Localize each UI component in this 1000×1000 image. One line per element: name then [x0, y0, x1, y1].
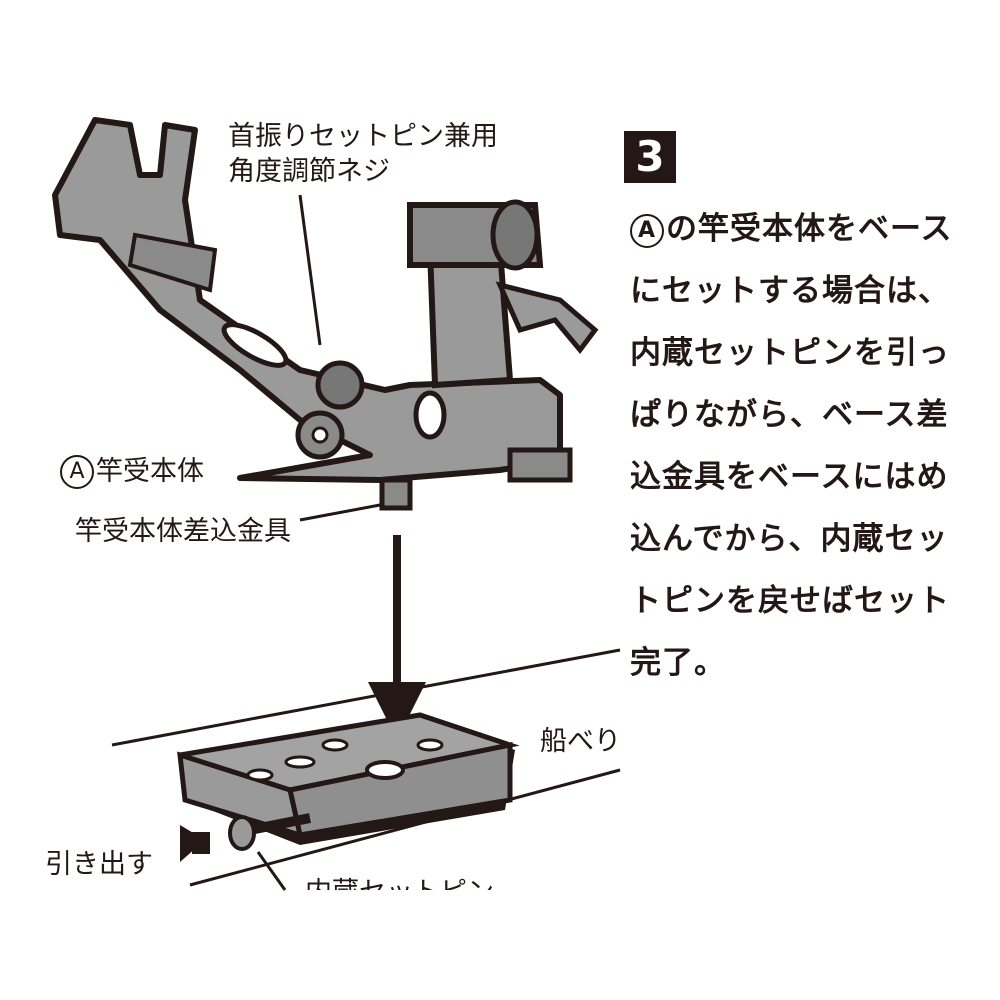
down-arrow-head	[368, 682, 426, 740]
adjust-screw-label-line1: 首振りセットピン兼用	[228, 121, 498, 152]
adjust-screw-label-line2: 角度調節ネジ	[228, 156, 390, 187]
body-label-text: 竿受本体	[96, 456, 204, 487]
rod-holder-body	[52, 117, 599, 511]
built-in-pin-label: 内蔵セットピン	[305, 876, 494, 890]
insert-fitting-label: 竿受本体差込金具	[75, 516, 291, 547]
step-number: 3	[624, 131, 676, 183]
step-text: の竿受本体をベースにセットする場合は、内蔵セットピンを引っぱりながら、ベース差込…	[630, 211, 953, 681]
gunwale-line	[189, 768, 621, 887]
built-in-pin-knob	[228, 815, 256, 851]
brand-sticker	[127, 232, 218, 293]
body-marker: A	[60, 455, 94, 489]
gunwale-label: 船べり	[540, 726, 621, 757]
gunwale-line	[111, 648, 621, 747]
pull-out-label: 引き出す	[45, 849, 153, 880]
insert-fitting	[379, 477, 413, 511]
base-plate	[177, 712, 520, 851]
adjust-screw	[315, 360, 365, 410]
step-marker: A	[630, 214, 664, 248]
